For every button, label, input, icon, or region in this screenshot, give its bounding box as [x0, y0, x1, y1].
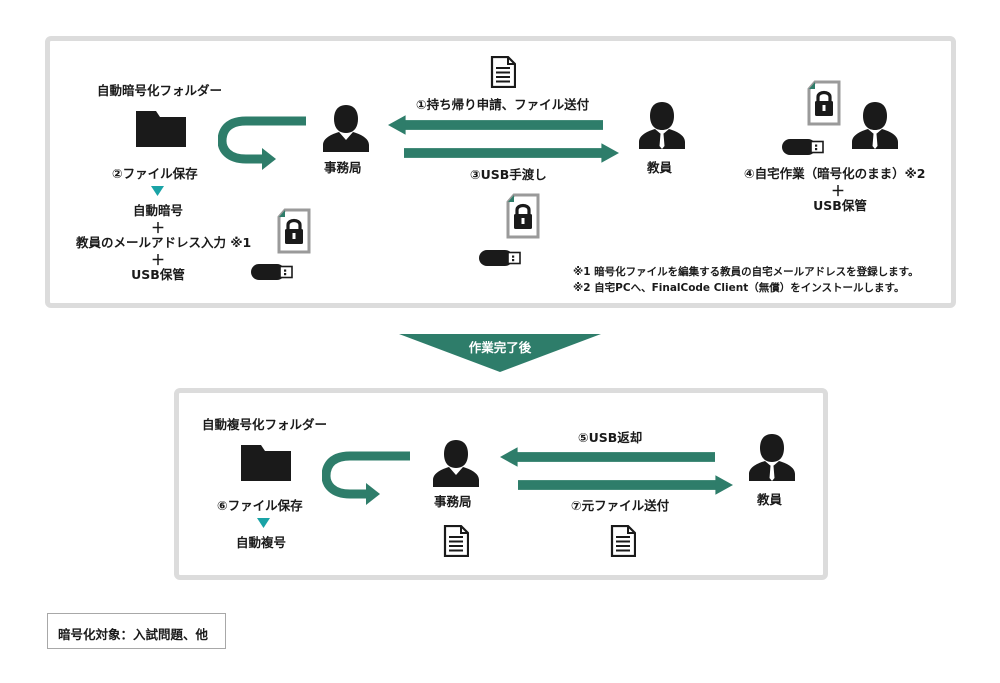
locked-file-icon [505, 193, 541, 239]
footnote-2: ※2 自宅PCへ、FinalCode Client（無償）をインストールします。 [573, 282, 905, 294]
footnote-1: ※1 暗号化ファイルを編集する教員の自宅メールアドレスを登録します。 [573, 266, 919, 278]
usb-storage-label: USB保管 [131, 267, 185, 282]
step7-label: ⑦元ファイル送付 [571, 498, 670, 513]
folder-icon [136, 109, 186, 147]
office-label: 事務局 [434, 494, 472, 509]
teacher-label: 教員 [647, 160, 673, 175]
auto-decrypt-label: 自動複号 [236, 535, 287, 550]
plus-sign: ＋ [151, 253, 165, 269]
locked-file-icon [806, 80, 842, 126]
decrypt-folder-label: 自動複号化フォルダー [202, 417, 328, 432]
arrow-right-icon [404, 143, 619, 163]
teacher-label: 教員 [757, 492, 783, 507]
encrypt-folder-label: 自動暗号化フォルダー [97, 83, 223, 98]
usb-icon [250, 263, 294, 281]
document-icon [490, 56, 516, 88]
teacher-icon [852, 101, 898, 149]
loop-arrow-icon [322, 450, 412, 505]
office-label: 事務局 [324, 160, 362, 175]
locked-file-icon [276, 208, 312, 254]
folder-icon [241, 443, 291, 481]
after-work-banner: 作業完了後 [399, 334, 601, 372]
teacher-icon [749, 433, 795, 481]
down-triangle-icon [257, 518, 270, 528]
auto-encrypt-label: 自動暗号 [132, 203, 183, 218]
encryption-target-box: 暗号化対象：入試問題、他 [47, 613, 226, 649]
down-chevron-shape [399, 334, 601, 372]
arrow-right-icon [518, 475, 733, 495]
loop-arrow-icon [218, 115, 308, 170]
teacher-icon [639, 101, 685, 149]
arrow-left-icon [388, 115, 603, 135]
step5-label: ⑤USB返却 [578, 430, 643, 445]
arrow-left-icon [500, 447, 715, 467]
email-input-label: 教員のメールアドレス入力 ※1 [76, 235, 252, 250]
step4-label: ④自宅作業（暗号化のまま）※2 [744, 166, 926, 181]
after-work-label: 作業完了後 [468, 340, 532, 355]
plus-sign: ＋ [151, 221, 165, 237]
step1-label: ①持ち帰り申請、ファイル送付 [416, 97, 590, 112]
person-icon [433, 439, 479, 487]
down-triangle-icon [151, 186, 164, 196]
document-icon [610, 525, 636, 557]
usb-icon [781, 138, 825, 156]
usb-storage-teacher-label: USB保管 [813, 198, 867, 213]
step2-save-label: ②ファイル保存 [112, 166, 198, 181]
step6-save-label: ⑥ファイル保存 [217, 498, 303, 513]
encryption-target-text: 暗号化対象：入試問題、他 [58, 627, 209, 642]
usb-icon [478, 249, 522, 267]
person-icon [323, 104, 369, 152]
plus-sign: ＋ [831, 184, 845, 200]
document-icon [443, 525, 469, 557]
step3-label: ③USB手渡し [470, 167, 547, 182]
